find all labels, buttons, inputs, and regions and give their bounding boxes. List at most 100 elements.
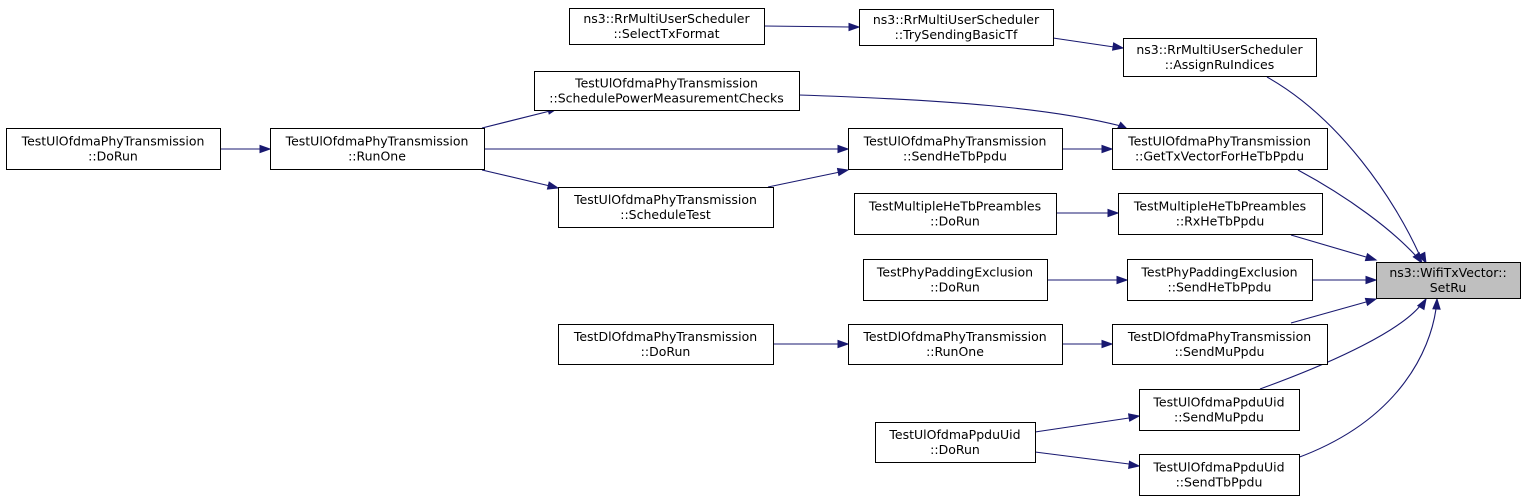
edge-sched_pm-to-ul_gettx (798, 94, 1130, 131)
node-label-line1: ns3::RrMultiUserScheduler (873, 12, 1040, 27)
arrowhead (1364, 297, 1378, 307)
node-mhe_dorun[interactable]: TestMultipleHeTbPreambles::DoRun (854, 193, 1057, 235)
node-label-line2: ::SendMuPpdu (1174, 410, 1264, 425)
node-box[interactable] (848, 324, 1063, 365)
edge-dl_runone-to-dl_sendmu (1062, 339, 1114, 349)
node-label-line2: ::SchedulePowerMeasurementChecks (549, 91, 783, 106)
node-box[interactable] (1139, 454, 1300, 496)
node-label-line1: TestUlOfdmaPhyTransmission (21, 134, 205, 149)
node-uid_sendtb[interactable]: TestUlOfdmaPpduUid::SendTbPpdu (1139, 454, 1300, 496)
node-ul_sendhetb[interactable]: TestUlOfdmaPhyTransmission::SendHeTbPpdu (848, 128, 1063, 170)
node-box[interactable] (1127, 259, 1313, 301)
node-box[interactable] (6, 128, 221, 170)
arrowhead (1111, 42, 1125, 51)
node-dl_dorun[interactable]: TestDlOfdmaPhyTransmission::DoRun (558, 324, 774, 365)
node-box[interactable] (1112, 324, 1328, 365)
edge-line (1296, 308, 1437, 459)
node-label-line1: ns3::RrMultiUserScheduler (1136, 42, 1303, 57)
arrowhead (1432, 297, 1441, 310)
node-box[interactable] (848, 128, 1063, 170)
edge-line (1297, 169, 1417, 257)
edge-ppe_dorun-to-ppe_send (1047, 275, 1129, 285)
node-box[interactable] (534, 71, 800, 111)
edge-line (1259, 305, 1421, 390)
node-label-line1: TestUlOfdmaPpduUid (888, 427, 1020, 442)
node-sched_pm[interactable]: TestUlOfdmaPhyTransmission::SchedulePowe… (534, 71, 800, 111)
node-ppe_send[interactable]: TestPhyPaddingExclusion::SendHeTbPpdu (1127, 259, 1313, 301)
node-label-line1: ns3::WifiTxVector:: (1389, 265, 1506, 280)
edge-ul_runone-to-ul_sendhetb (484, 144, 850, 154)
arrowhead (1101, 339, 1114, 349)
node-label-line1: TestPhyPaddingExclusion (1140, 265, 1297, 280)
edge-uid_sendtb-to-setru (1296, 297, 1441, 459)
edge-selecttx-to-trysend (763, 22, 861, 32)
node-uid_sendmu[interactable]: TestUlOfdmaPpduUid::SendMuPpdu (1139, 389, 1300, 431)
node-label-line2: ::RunOne (926, 344, 984, 359)
arrowhead (259, 144, 272, 154)
node-ppe_dorun[interactable]: TestPhyPaddingExclusion::DoRun (863, 259, 1048, 301)
node-label-line1: TestDlOfdmaPhyTransmission (1127, 329, 1311, 344)
edge-ul_runone-to-ul_schedtest (481, 169, 560, 190)
node-box[interactable] (270, 128, 485, 170)
node-box[interactable] (1118, 193, 1323, 235)
edge-ul_sendhetb-to-ul_gettx (1062, 144, 1114, 154)
node-ul_dorun[interactable]: TestUlOfdmaPhyTransmission::DoRun (6, 128, 221, 170)
arrowhead (837, 339, 850, 349)
node-box[interactable] (859, 9, 1054, 46)
node-label-line2: SetRu (1430, 280, 1467, 295)
node-label-line1: TestUlOfdmaPpduUid (1152, 460, 1284, 475)
node-box[interactable] (854, 193, 1057, 235)
node-label-line2: ::ScheduleTest (620, 207, 711, 222)
arrowhead (836, 167, 850, 177)
edge-line (1290, 301, 1367, 324)
node-box[interactable] (558, 324, 774, 365)
edge-line (481, 110, 551, 129)
node-label-line2: ::RxHeTbPpdu (1176, 214, 1265, 229)
node-uid_dorun[interactable]: TestUlOfdmaPpduUid::DoRun (875, 422, 1036, 463)
arrowhead (1128, 460, 1141, 470)
node-label-line2: ::SelectTxFormat (613, 26, 719, 41)
edge-trysend-to-assignru (1052, 37, 1125, 51)
arrowhead (1416, 297, 1427, 311)
node-box[interactable] (863, 259, 1048, 301)
node-assignru[interactable]: ns3::RrMultiUserScheduler::AssignRuIndic… (1123, 38, 1317, 77)
node-label-line1: TestUlOfdmaPhyTransmission (863, 134, 1047, 149)
node-box[interactable] (875, 422, 1036, 463)
edge-line (1034, 451, 1130, 465)
arrowhead (1101, 144, 1114, 154)
node-dl_runone[interactable]: TestDlOfdmaPhyTransmission::RunOne (848, 324, 1063, 365)
node-trysend[interactable]: ns3::RrMultiUserScheduler::TrySendingBas… (859, 9, 1054, 46)
node-mhe_rx[interactable]: TestMultipleHeTbPreambles::RxHeTbPpdu (1118, 193, 1323, 235)
node-label-line1: TestUlOfdmaPhyTransmission (285, 134, 469, 149)
node-ul_schedtest[interactable]: TestUlOfdmaPhyTransmission::ScheduleTest (558, 187, 774, 228)
node-dl_sendmu[interactable]: TestDlOfdmaPhyTransmission::SendMuPpdu (1112, 324, 1328, 365)
edge-line (481, 169, 551, 187)
node-box[interactable] (1376, 262, 1521, 299)
edge-line (798, 94, 1122, 127)
node-box[interactable] (558, 187, 774, 228)
arrowhead (1365, 275, 1378, 285)
edge-uid_dorun-to-uid_sendtb (1034, 451, 1141, 470)
node-box[interactable] (1112, 128, 1328, 170)
node-box[interactable] (1139, 389, 1300, 431)
node-label-line2: ::DoRun (641, 344, 691, 359)
node-label-line2: ::SendHeTbPpdu (1168, 280, 1272, 295)
edge-line (1052, 37, 1115, 48)
node-label-line2: ::AssignRuIndices (1165, 57, 1274, 72)
node-selecttx[interactable]: ns3::RrMultiUserScheduler::SelectTxForma… (569, 8, 765, 45)
node-box[interactable] (569, 8, 765, 45)
edge-uid_sendmu-to-setru (1259, 297, 1427, 390)
arrowhead (546, 181, 560, 190)
node-ul_gettx[interactable]: TestUlOfdmaPhyTransmission::GetTxVectorF… (1112, 128, 1328, 170)
node-setru[interactable]: ns3::WifiTxVector::SetRu (1376, 262, 1521, 299)
edge-ul_dorun-to-ul_runone (220, 144, 272, 154)
node-box[interactable] (1123, 38, 1317, 77)
arrowhead (1116, 275, 1129, 285)
edge-dl_dorun-to-dl_runone (773, 339, 850, 349)
node-label-line1: ns3::RrMultiUserScheduler (583, 11, 750, 26)
node-ul_runone[interactable]: TestUlOfdmaPhyTransmission::RunOne (270, 128, 485, 170)
node-label-line2: ::GetTxVectorForHeTbPpdu (1135, 149, 1304, 164)
node-label-line2: ::SendTbPpdu (1176, 475, 1263, 490)
edge-line (1290, 234, 1367, 258)
edge-ul_gettx-to-setru (1297, 169, 1423, 265)
